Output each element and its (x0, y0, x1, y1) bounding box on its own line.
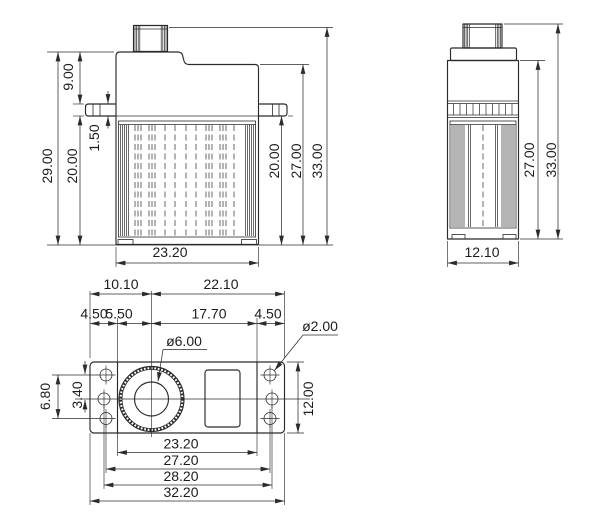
plan-view-outline (89, 361, 286, 434)
front-label-texture (120, 125, 254, 236)
plan-dim-body-width: 23.20 (163, 436, 198, 452)
plan-dim-shaft-diameter: ø6.00 (166, 333, 202, 349)
side-label-texture (451, 125, 515, 227)
plan-dimensions: 10.10 22.10 4.50 5.50 17.70 4.50 ø6.00 ø… (37, 276, 338, 505)
side-body (446, 59, 520, 240)
side-view: 27.00 33.00 12.10 (446, 23, 563, 267)
plan-connector-outline (204, 369, 241, 428)
plan-view: 10.10 22.10 4.50 5.50 17.70 4.50 ø6.00 ø… (37, 276, 338, 505)
side-foot-right (502, 234, 517, 240)
front-dim-width: 23.20 (152, 244, 187, 260)
front-flange-right (258, 103, 288, 117)
front-view: 29.00 20.00 9.00 1.50 20.00 27.00 33.00 … (39, 24, 333, 267)
front-foot-right (241, 239, 257, 245)
side-dim-width: 12.10 (464, 244, 499, 260)
plan-dim-depth: 12.00 (300, 381, 316, 416)
front-dim-height-top: 9.00 (60, 63, 76, 90)
side-cap (449, 47, 518, 62)
front-dim-height-total: 29.00 (39, 148, 55, 183)
side-view-outline (446, 23, 520, 240)
plan-dim-body-to-center: 5.50 (105, 306, 132, 322)
plan-dim-plate-width: 32.20 (163, 484, 198, 500)
front-label-area (118, 120, 256, 238)
side-vent-dividers (453, 103, 513, 115)
side-dim-height-upper: 27.00 (521, 142, 537, 177)
side-label-area (449, 120, 517, 229)
plan-dim-holes-half-v: 3.40 (69, 381, 85, 408)
plan-mounting-plate (89, 361, 286, 434)
plan-dim-flange-left: 4.50 (80, 306, 107, 322)
front-dim-right-height-body: 20.00 (266, 143, 282, 178)
plan-mounting-holes (96, 365, 280, 428)
front-dim-right-height-upper: 27.00 (288, 143, 304, 178)
side-dim-height-overall: 33.00 (543, 142, 559, 177)
front-upper-body (115, 51, 260, 104)
plan-dim-flange-right: 4.50 (254, 306, 281, 322)
plan-dim-center-to-body-right: 17.70 (191, 306, 226, 322)
plan-dim-holes-span-h: 27.20 (163, 452, 198, 468)
front-dim-flange-thickness: 1.50 (86, 124, 102, 151)
front-dim-height-body: 20.00 (64, 148, 80, 183)
front-foot-left (117, 239, 134, 245)
plan-dim-center-offset-right: 22.10 (203, 276, 238, 292)
front-flange-left (84, 103, 116, 117)
side-foot-left (451, 234, 466, 240)
front-dim-right-height-overall: 33.00 (309, 143, 325, 178)
plan-dim-holes-span-v: 6.80 (37, 383, 53, 410)
front-dimensions: 29.00 20.00 9.00 1.50 20.00 27.00 33.00 … (39, 27, 333, 267)
plan-dim-mid-holes-span-h: 28.20 (163, 468, 198, 484)
front-view-outline (84, 24, 288, 246)
plan-dim-hole-diameter: ø2.00 (302, 318, 338, 334)
plan-dim-center-offset-left: 10.10 (103, 276, 138, 292)
side-dimensions: 27.00 33.00 12.10 (447, 23, 563, 267)
